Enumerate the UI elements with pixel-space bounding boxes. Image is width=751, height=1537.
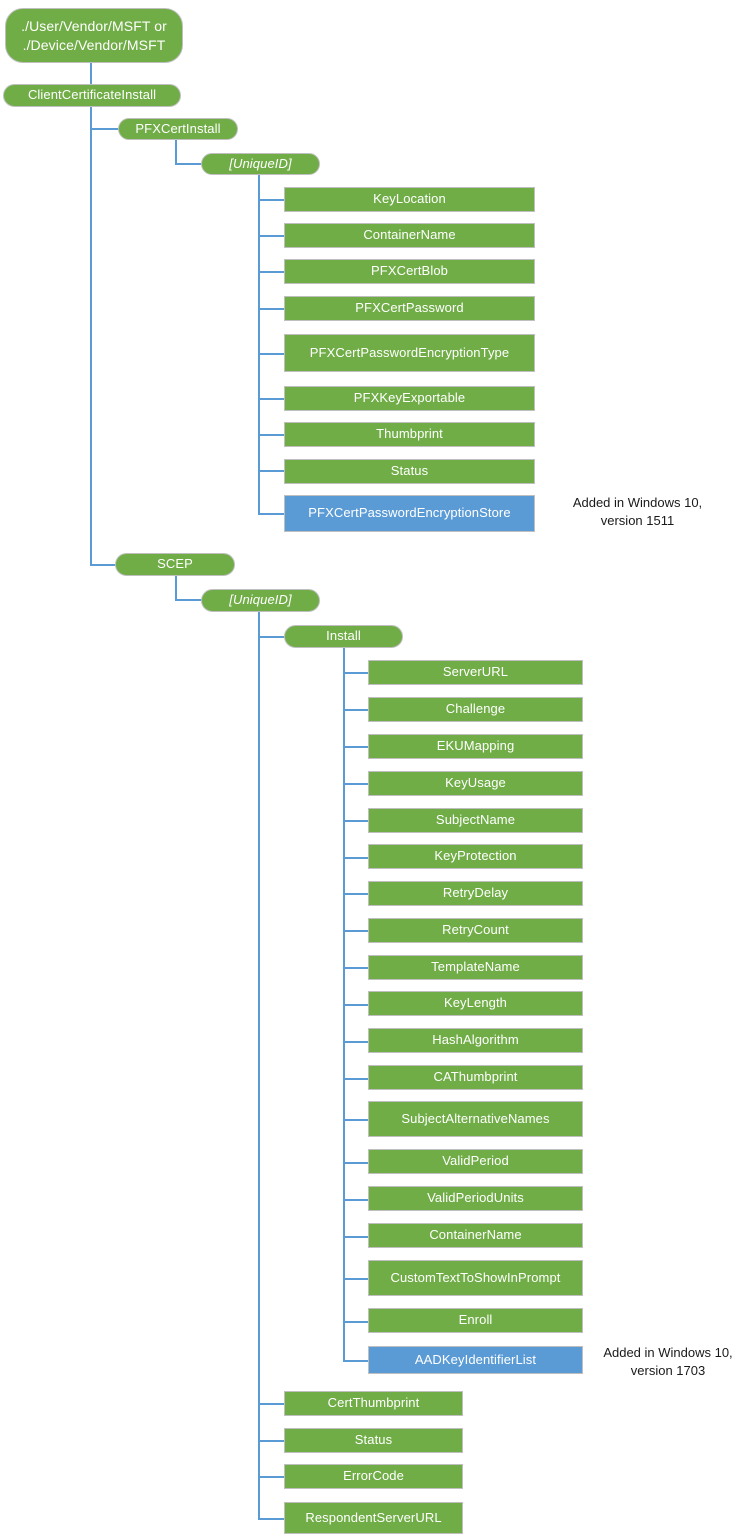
node-retrydelay[interactable]: RetryDelay xyxy=(368,881,583,906)
connector-install-child-stub xyxy=(343,893,370,895)
node-subjectname[interactable]: SubjectName xyxy=(368,808,583,833)
connector-cci-trunk xyxy=(90,105,92,565)
node-hashalgorithm[interactable]: HashAlgorithm xyxy=(368,1028,583,1053)
node-keyusage[interactable]: KeyUsage xyxy=(368,771,583,796)
connector-scepuid-child-stub xyxy=(258,1403,285,1405)
node-status-scep[interactable]: Status xyxy=(284,1428,463,1453)
node-pfxcertpasswordencryptiontype[interactable]: PFXCertPasswordEncryptionType xyxy=(284,334,535,372)
node-respondentserverurl[interactable]: RespondentServerURL xyxy=(284,1502,463,1534)
connector-install-child-stub xyxy=(343,1119,370,1121)
connector-scep-uniqueid-trunk xyxy=(258,612,260,1519)
connector-install-child-stub xyxy=(343,930,370,932)
connector-pfx-child-stub xyxy=(258,398,285,400)
connector-install-child-stub xyxy=(343,783,370,785)
connector-cci-to-scep xyxy=(90,564,116,566)
connector-install-child-stub xyxy=(343,1078,370,1080)
connector-install-child-stub xyxy=(343,820,370,822)
node-customtexttoshowinprompt[interactable]: CustomTextToShowInPrompt xyxy=(368,1260,583,1296)
node-certthumbprint[interactable]: CertThumbprint xyxy=(284,1391,463,1416)
node-validperiod[interactable]: ValidPeriod xyxy=(368,1149,583,1174)
connector-pfx-child-stub xyxy=(258,353,285,355)
connector-cci-to-pfxcertinstall xyxy=(90,128,119,130)
connector-install-child-stub xyxy=(343,1278,370,1280)
node-enroll[interactable]: Enroll xyxy=(368,1308,583,1333)
connector-scepuid-child-stub xyxy=(258,1440,285,1442)
annotation-added-1511: Added in Windows 10, version 1511 xyxy=(572,495,703,528)
node-subjectalternativenames[interactable]: SubjectAlternativeNames xyxy=(368,1101,583,1137)
connector-scepuid-child-stub xyxy=(258,1518,285,1520)
node-install[interactable]: Install xyxy=(284,625,403,648)
connector-pfx-child-stub xyxy=(258,513,285,515)
connector-install-child-stub xyxy=(343,1321,370,1323)
connector-install-child-stub xyxy=(343,1236,370,1238)
node-serverurl[interactable]: ServerURL xyxy=(368,660,583,685)
node-templatename[interactable]: TemplateName xyxy=(368,955,583,980)
connector-scep-trunk xyxy=(175,576,177,600)
connector-pfx-child-stub xyxy=(258,470,285,472)
connector-scep-to-uniqueid xyxy=(175,599,202,601)
node-pfxcertblob[interactable]: PFXCertBlob xyxy=(284,259,535,284)
connector-pfx-child-stub xyxy=(258,308,285,310)
node-keylength[interactable]: KeyLength xyxy=(368,991,583,1016)
connector-pfx-child-stub xyxy=(258,434,285,436)
node-pfxcertpasswordencryptionstore[interactable]: PFXCertPasswordEncryptionStore xyxy=(284,495,535,532)
node-aadkeyidentifierlist[interactable]: AADKeyIdentifierList xyxy=(368,1346,583,1374)
node-keyprotection[interactable]: KeyProtection xyxy=(368,844,583,869)
connector-install-child-stub xyxy=(343,967,370,969)
node-pfx-cert-install[interactable]: PFXCertInstall xyxy=(118,118,238,140)
node-scep-unique-id[interactable]: [UniqueID] xyxy=(201,589,320,612)
connector-install-child-stub xyxy=(343,857,370,859)
node-errorcode[interactable]: ErrorCode xyxy=(284,1464,463,1489)
node-validperiodunits[interactable]: ValidPeriodUnits xyxy=(368,1186,583,1211)
connector-scepuid-child-stub xyxy=(258,1476,285,1478)
connector-pfx-child-stub xyxy=(258,199,285,201)
node-containername[interactable]: ContainerName xyxy=(284,223,535,248)
node-pfxcertpassword[interactable]: PFXCertPassword xyxy=(284,296,535,321)
connector-scepuid-to-install xyxy=(258,636,285,638)
node-scep[interactable]: SCEP xyxy=(115,553,235,576)
node-challenge[interactable]: Challenge xyxy=(368,697,583,722)
node-ekumapping[interactable]: EKUMapping xyxy=(368,734,583,759)
connector-install-child-stub xyxy=(343,1004,370,1006)
connector-install-child-stub xyxy=(343,1199,370,1201)
annotation-added-1703: Added in Windows 10, version 1703 xyxy=(603,1345,733,1378)
connector-pfxcertinstall-trunk xyxy=(175,140,177,164)
node-pfx-unique-id[interactable]: [UniqueID] xyxy=(201,153,320,175)
node-root-vendor-msft[interactable]: ./User/Vendor/MSFT or ./Device/Vendor/MS… xyxy=(5,8,183,63)
node-thumbprint[interactable]: Thumbprint xyxy=(284,422,535,447)
connector-install-child-stub xyxy=(343,1360,370,1362)
node-keylocation[interactable]: KeyLocation xyxy=(284,187,535,212)
connector-install-child-stub xyxy=(343,672,370,674)
node-containername-scep[interactable]: ContainerName xyxy=(368,1223,583,1248)
node-retrycount[interactable]: RetryCount xyxy=(368,918,583,943)
connector-pfx-uniqueid-trunk xyxy=(258,175,260,514)
connector-install-child-stub xyxy=(343,1041,370,1043)
connector-install-child-stub xyxy=(343,709,370,711)
connector-install-child-stub xyxy=(343,1162,370,1164)
connector-pfx-child-stub xyxy=(258,271,285,273)
node-client-certificate-install[interactable]: ClientCertificateInstall xyxy=(3,84,181,107)
node-pfxkeyexportable[interactable]: PFXKeyExportable xyxy=(284,386,535,411)
connector-pfx-child-stub xyxy=(258,235,285,237)
node-status-pfx[interactable]: Status xyxy=(284,459,535,484)
connector-pfxcertinstall-to-uniqueid xyxy=(175,163,202,165)
connector-install-child-stub xyxy=(343,746,370,748)
connector-root-to-cci xyxy=(90,62,92,86)
node-cathumbprint[interactable]: CAThumbprint xyxy=(368,1065,583,1090)
